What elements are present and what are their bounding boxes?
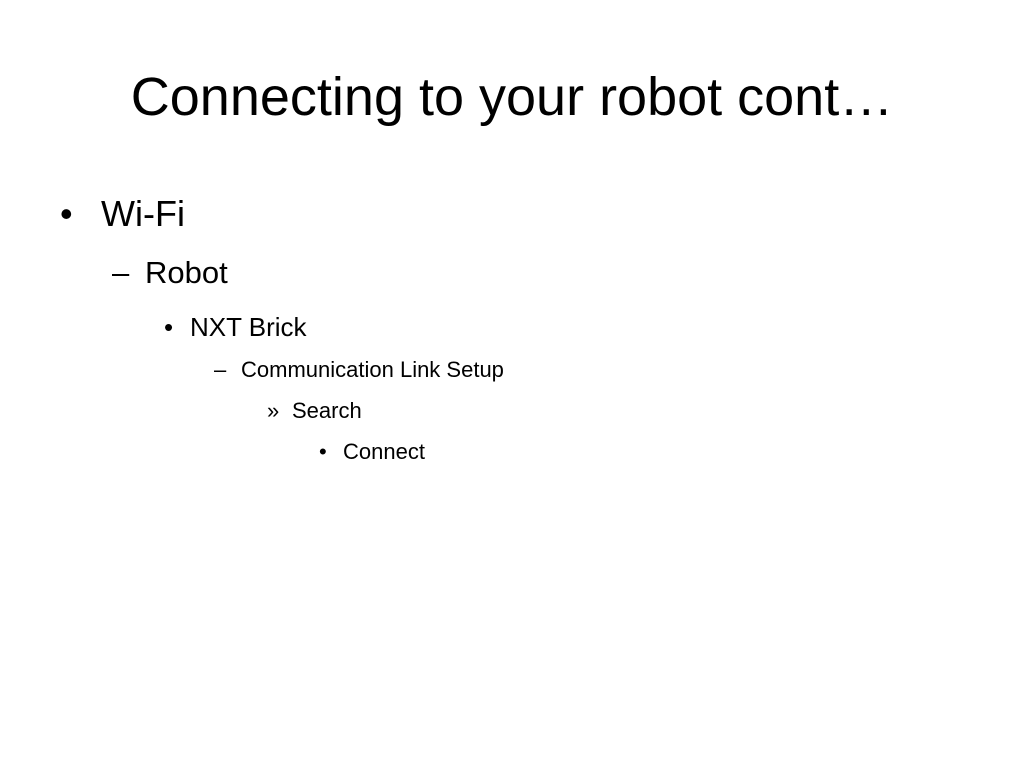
bullet-dot-icon: • — [319, 439, 327, 464]
bullet-dot-icon: • — [60, 193, 73, 234]
bullet-dash-icon: – — [214, 357, 227, 382]
bullet-text: Robot — [145, 255, 228, 290]
bullet-text: NXT Brick — [190, 312, 307, 342]
bullet-dash-icon: – — [112, 255, 130, 290]
slide-title: Connecting to your robot cont… — [130, 67, 894, 127]
bullet-text: Wi-Fi — [101, 193, 185, 234]
bullet-dot-icon: • — [164, 312, 174, 342]
bullet-chevron-icon: » — [267, 398, 280, 423]
bullet-text: Search — [292, 398, 362, 423]
bullet-text: Communication Link Setup — [241, 357, 504, 382]
bullet-text: Connect — [343, 439, 425, 464]
